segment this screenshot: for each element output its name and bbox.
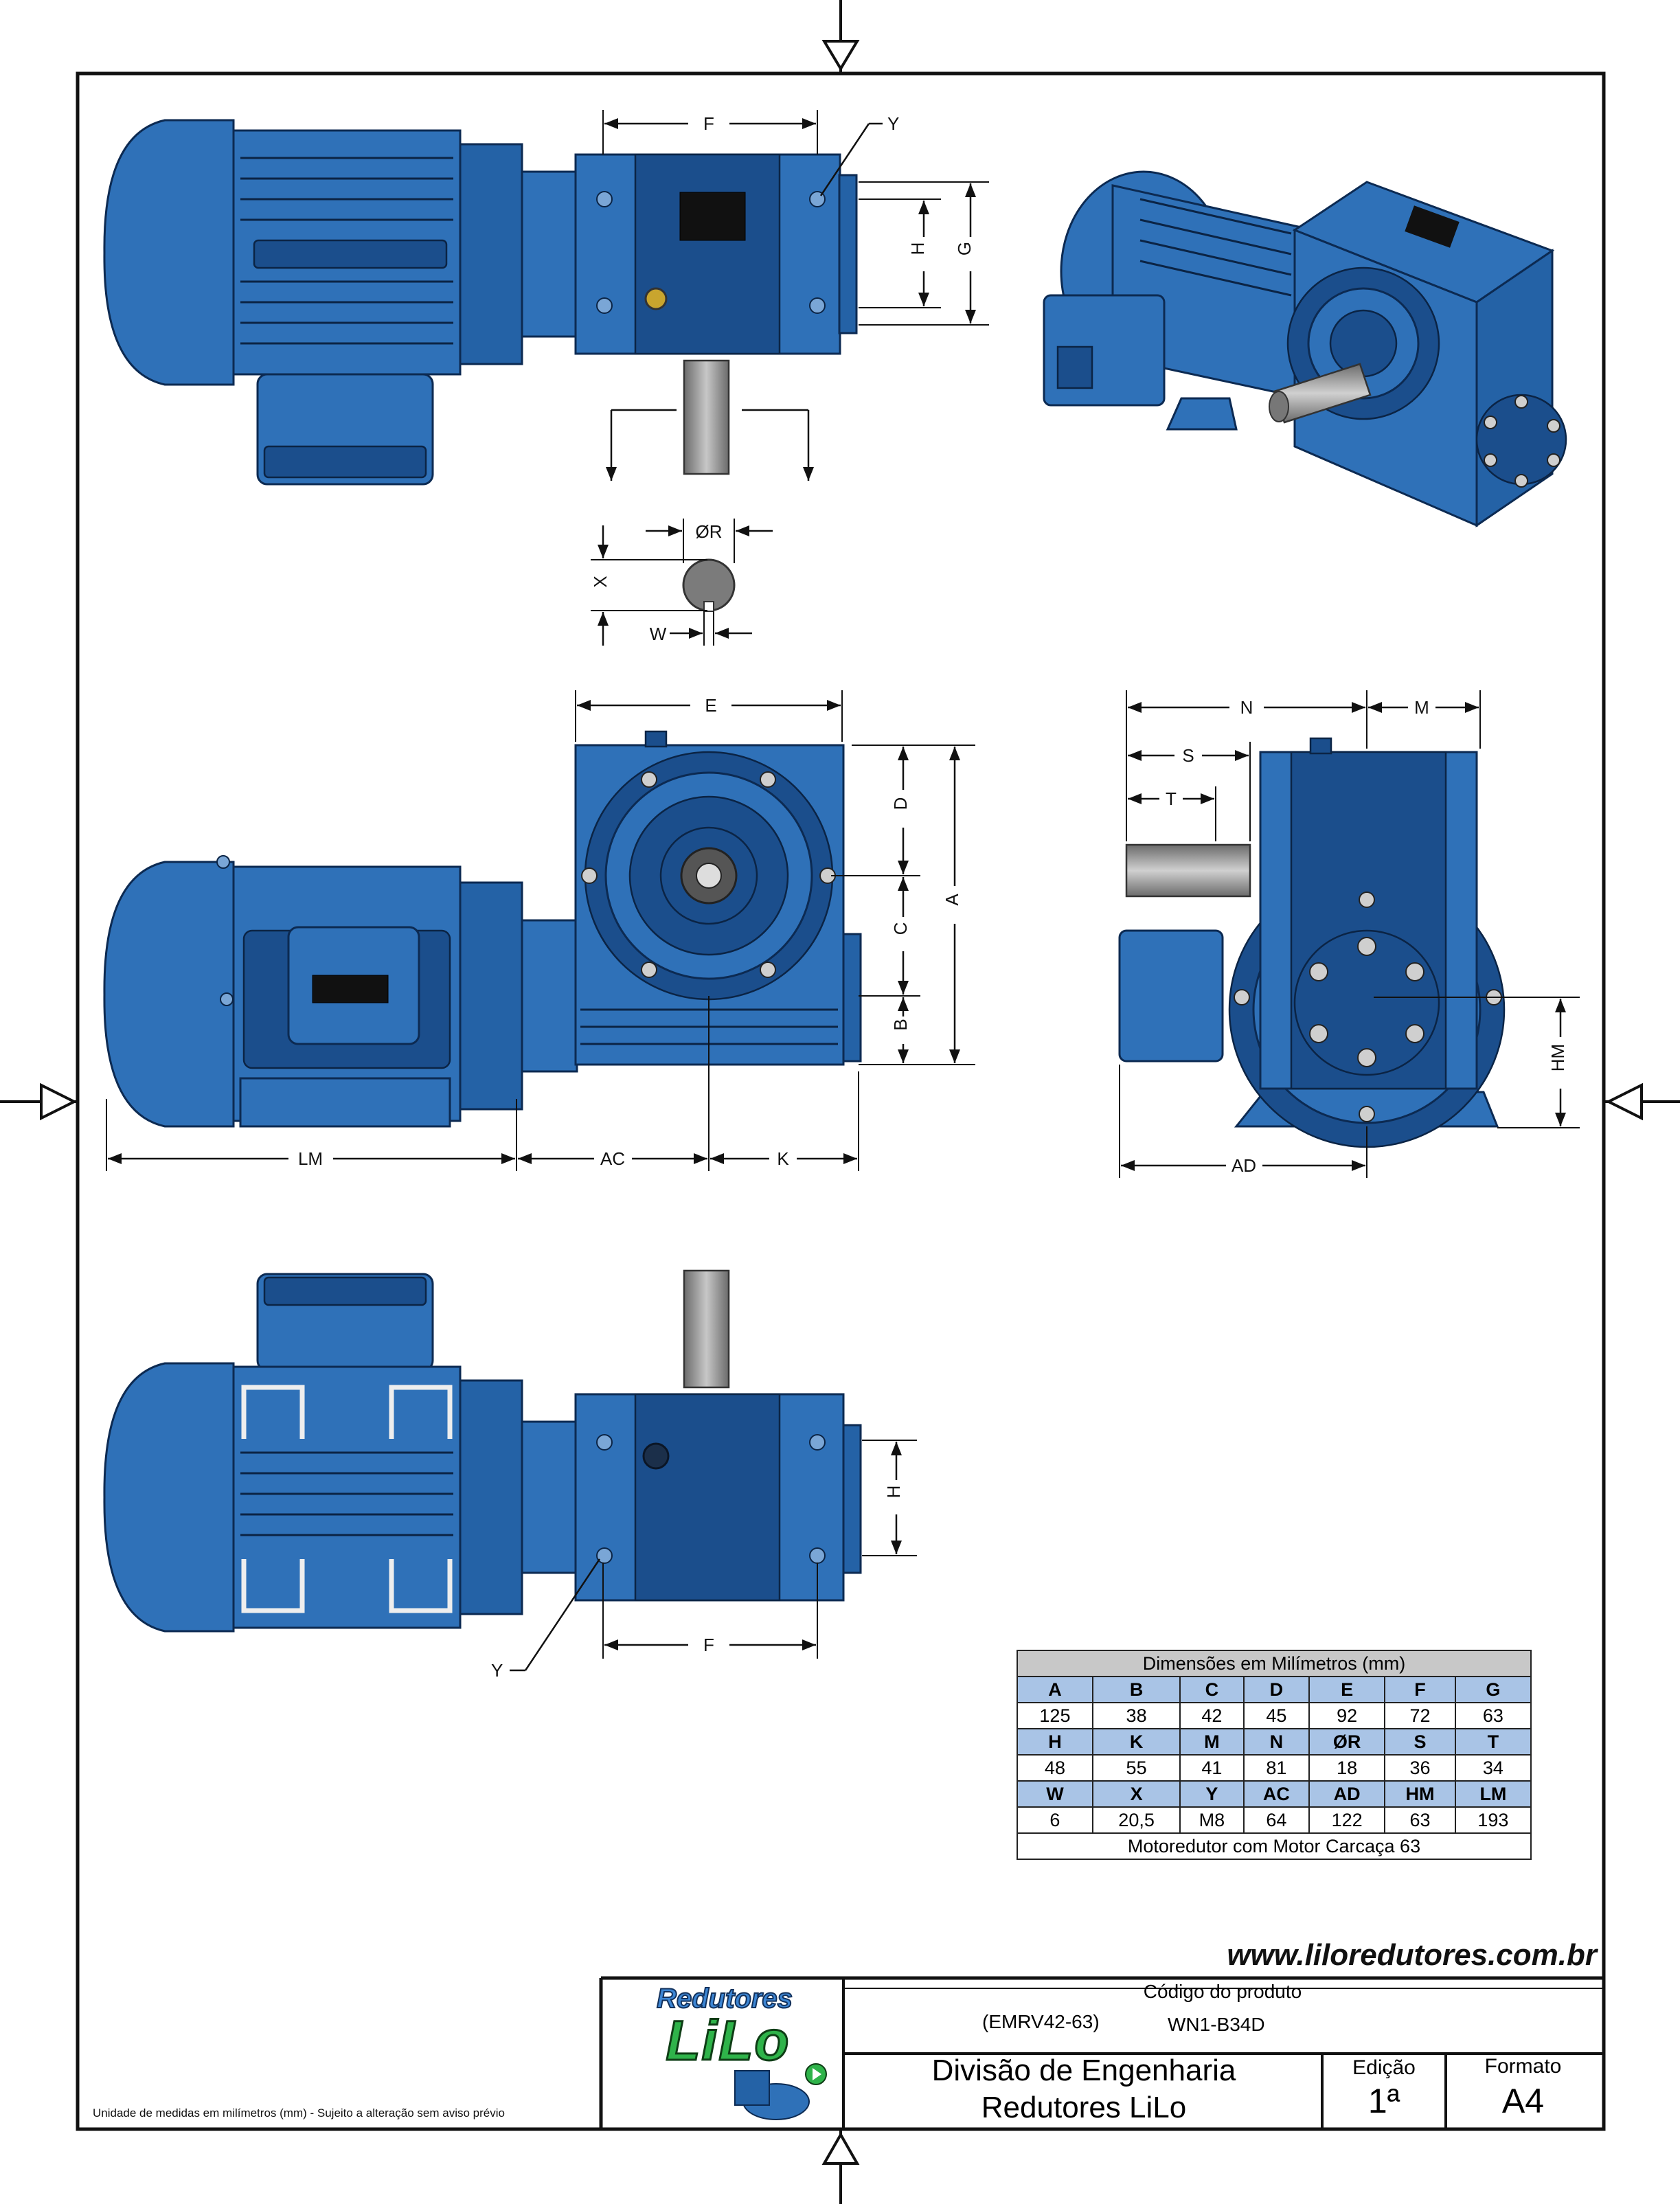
dimension-table-footer: Motoredutor com Motor Carcaça 63 [1017, 1832, 1532, 1860]
edition-value: 1ª [1367, 2082, 1400, 2120]
table-cell: 34 [1454, 1754, 1532, 1782]
top-view: F Y H G [103, 110, 989, 486]
logo-text-redutores: Redutores [656, 1983, 793, 2014]
dim-label-g: G [954, 242, 975, 255]
dim-label-c: C [890, 922, 911, 935]
product-code-reference: (EMRV42-63) [982, 2011, 1100, 2032]
shaft-section: ØR X W [590, 519, 773, 646]
dim-label-hm: HM [1547, 1044, 1568, 1071]
format-label: Formato [1484, 2055, 1562, 2078]
table-header-cell: D [1242, 1676, 1310, 1703]
dim-label-a: A [942, 894, 962, 906]
table-header-cell: K [1091, 1728, 1181, 1756]
units-note: Unidade de medidas em milímetros (mm) - … [93, 2106, 505, 2120]
table-header-cell: W [1017, 1780, 1093, 1808]
dim-label-r: ØR [696, 521, 723, 542]
isometric-view [1043, 170, 1567, 527]
dim-label-n: N [1240, 697, 1253, 718]
dim-label-f: F [703, 113, 714, 134]
table-header-cell: F [1384, 1676, 1456, 1703]
table-cell: 63 [1384, 1806, 1456, 1834]
table-cell: 55 [1091, 1754, 1181, 1782]
table-cell: 45 [1242, 1702, 1310, 1729]
table-header-cell: Y [1179, 1780, 1245, 1808]
table-header-cell: N [1242, 1728, 1310, 1756]
edition-label: Edição [1352, 2056, 1416, 2079]
table-cell: 81 [1242, 1754, 1310, 1782]
table-header-row: H K M N ØR S T [1017, 1728, 1532, 1756]
table-header-row: W X Y AC AD HM LM [1017, 1780, 1532, 1808]
dimension-table-caption: Dimensões em Milímetros (mm) [1017, 1650, 1532, 1677]
table-header-cell: E [1308, 1676, 1386, 1703]
table-cell: 125 [1017, 1702, 1093, 1729]
format-value: A4 [1501, 2082, 1545, 2120]
division-title-line1: Divisão de Engenharia [931, 2054, 1236, 2087]
table-header-cell: LM [1454, 1780, 1532, 1808]
dim-label-ad: AD [1231, 1155, 1256, 1176]
table-cell: 18 [1308, 1754, 1386, 1782]
product-code-label: Código do produto [1143, 1981, 1302, 2002]
dim-label-y-bottom: Y [491, 1660, 503, 1681]
dim-label-x: X [590, 576, 611, 587]
dim-label-d: D [890, 797, 911, 810]
table-row: 48 55 41 81 18 36 34 [1017, 1754, 1532, 1782]
dim-label-w: W [650, 624, 667, 644]
dim-label-f-bottom: F [703, 1635, 714, 1655]
dimension-table: Dimensões em Milímetros (mm) A B C D E F… [1017, 1650, 1532, 1860]
table-cell: 6 [1017, 1806, 1093, 1834]
table-header-cell: X [1091, 1780, 1181, 1808]
table-cell: 122 [1308, 1806, 1386, 1834]
table-header-cell: C [1179, 1676, 1245, 1703]
table-header-cell: H [1017, 1728, 1093, 1756]
table-header-cell: G [1454, 1676, 1532, 1703]
product-code-value: WN1-B34D [1168, 2014, 1265, 2035]
dim-label-lm: LM [298, 1148, 323, 1169]
table-row: 6 20,5 M8 64 122 63 193 [1017, 1806, 1532, 1834]
table-header-cell: S [1384, 1728, 1456, 1756]
dim-label-b: B [890, 1019, 911, 1030]
table-header-cell: ØR [1308, 1728, 1386, 1756]
table-cell: 42 [1179, 1702, 1245, 1729]
table-cell: 72 [1384, 1702, 1456, 1729]
table-header-row: A B C D E F G [1017, 1676, 1532, 1703]
dim-label-ac: AC [600, 1148, 625, 1169]
table-cell: 41 [1179, 1754, 1245, 1782]
title-block-frame [599, 1976, 1604, 2129]
table-cell: 20,5 [1091, 1806, 1181, 1834]
website-link[interactable]: www.liloredutores.com.br [1227, 1938, 1597, 1972]
dim-label-k: K [777, 1148, 789, 1169]
table-cell: 36 [1384, 1754, 1456, 1782]
table-header-cell: HM [1384, 1780, 1456, 1808]
side-view: N M S T HM AD [1118, 690, 1580, 1178]
table-header-cell: M [1179, 1728, 1245, 1756]
logo-gearmotor-image [734, 2063, 827, 2120]
bottom-view: H F Y [103, 1269, 917, 1681]
table-header-cell: AC [1242, 1780, 1310, 1808]
dim-label-h: H [907, 242, 928, 255]
table-cell: 64 [1242, 1806, 1310, 1834]
table-header-cell: AD [1308, 1780, 1386, 1808]
table-row: 125 38 42 45 92 72 63 [1017, 1702, 1532, 1729]
dim-label-s: S [1182, 745, 1194, 766]
dim-label-e: E [705, 695, 716, 716]
table-cell: 63 [1454, 1702, 1532, 1729]
front-view: E D C B A LM AC K [103, 690, 975, 1171]
table-cell: 92 [1308, 1702, 1386, 1729]
table-cell: M8 [1179, 1806, 1245, 1834]
table-header-cell: A [1017, 1676, 1093, 1703]
table-header-cell: B [1091, 1676, 1181, 1703]
dim-label-m: M [1414, 697, 1429, 718]
table-cell: 48 [1017, 1754, 1093, 1782]
table-cell: 38 [1091, 1702, 1181, 1729]
dim-label-y: Y [887, 113, 899, 134]
dim-label-h-bottom: H [883, 1486, 904, 1499]
logo-text-lilo: LiLo [665, 2009, 791, 2074]
division-title-line2: Redutores LiLo [981, 2091, 1187, 2124]
dim-label-t: T [1166, 788, 1177, 809]
table-header-cell: T [1454, 1728, 1532, 1756]
table-cell: 193 [1454, 1806, 1532, 1834]
